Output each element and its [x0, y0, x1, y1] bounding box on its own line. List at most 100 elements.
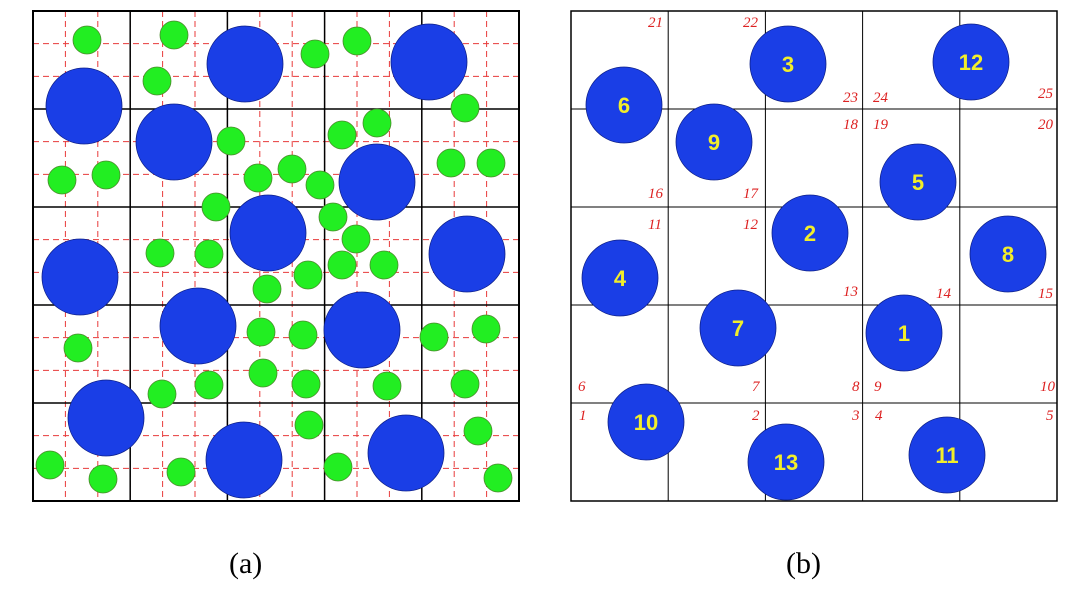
- particle-label: 5: [912, 170, 924, 195]
- small-particle: [145, 238, 175, 268]
- small-particle: [342, 26, 372, 56]
- panel-a-small-particles: [35, 20, 513, 494]
- numbered-particle: [747, 423, 825, 501]
- particle-label: 11: [935, 443, 958, 468]
- large-particle: [135, 103, 213, 181]
- cell-number: 13: [843, 284, 858, 300]
- small-particle: [88, 464, 118, 494]
- large-particle: [428, 215, 506, 293]
- cell-number: 16: [648, 186, 664, 202]
- cell-number: 7: [752, 379, 761, 395]
- particle-label: 12: [959, 50, 983, 75]
- cell-number: 12: [743, 217, 759, 233]
- cell-number: 14: [936, 286, 952, 302]
- particle-label: 8: [1002, 242, 1014, 267]
- small-particle: [463, 416, 493, 446]
- small-particle: [341, 224, 371, 254]
- small-particle: [248, 358, 278, 388]
- cell-number: 15: [1038, 286, 1054, 302]
- small-particle: [318, 202, 348, 232]
- small-particle: [294, 410, 324, 440]
- small-particle: [166, 457, 196, 487]
- large-particle: [159, 287, 237, 365]
- cell-number: 8: [852, 379, 860, 395]
- small-particle: [419, 322, 449, 352]
- small-particle: [63, 333, 93, 363]
- small-particle: [293, 260, 323, 290]
- particle-label: 13: [774, 450, 798, 475]
- large-particle: [367, 414, 445, 492]
- cell-number: 22: [743, 15, 759, 31]
- numbered-particle: [932, 23, 1010, 101]
- small-particle: [47, 165, 77, 195]
- cell-number: 6: [578, 379, 586, 395]
- cell-number: 24: [873, 90, 889, 106]
- small-particle: [288, 320, 318, 350]
- numbered-particle: [585, 66, 663, 144]
- small-particle: [362, 108, 392, 138]
- small-particle: [159, 20, 189, 50]
- particle-label: 10: [634, 410, 658, 435]
- particle-label: 7: [732, 316, 744, 341]
- caption-a: (a): [229, 547, 263, 580]
- small-particle: [327, 120, 357, 150]
- cell-number: 5: [1046, 408, 1054, 424]
- large-particle: [390, 23, 468, 101]
- cell-number: 25: [1038, 86, 1054, 102]
- cell-number: 11: [648, 217, 662, 233]
- particle-label: 1: [898, 321, 910, 346]
- small-particle: [201, 192, 231, 222]
- small-particle: [194, 370, 224, 400]
- numbered-particle: [675, 103, 753, 181]
- numbered-particle: [908, 416, 986, 494]
- numbered-particle: [879, 143, 957, 221]
- small-particle: [305, 170, 335, 200]
- small-particle: [35, 450, 65, 480]
- small-particle: [450, 369, 480, 399]
- cell-number: 19: [873, 117, 889, 133]
- large-particle: [67, 379, 145, 457]
- particle-label: 3: [782, 52, 794, 77]
- numbered-particle: [865, 294, 943, 372]
- numbered-particle: [969, 215, 1047, 293]
- small-particle: [246, 317, 276, 347]
- small-particle: [216, 126, 246, 156]
- small-particle: [436, 148, 466, 178]
- small-particle: [372, 371, 402, 401]
- small-particle: [450, 93, 480, 123]
- small-particle: [300, 39, 330, 69]
- large-particle: [229, 194, 307, 272]
- large-particle: [41, 238, 119, 316]
- small-particle: [252, 274, 282, 304]
- cell-number: 18: [843, 117, 859, 133]
- caption-b: (b): [786, 547, 821, 580]
- small-particle: [291, 369, 321, 399]
- numbered-particle: [607, 383, 685, 461]
- cell-number: 1: [579, 408, 587, 424]
- small-particle: [243, 163, 273, 193]
- small-particle: [323, 452, 353, 482]
- small-particle: [277, 154, 307, 184]
- large-particle: [338, 143, 416, 221]
- cell-number: 23: [843, 90, 858, 106]
- cell-number: 17: [743, 186, 760, 202]
- cell-number: 4: [875, 408, 883, 424]
- cell-number: 2: [752, 408, 760, 424]
- particle-label: 2: [804, 221, 816, 246]
- panel-b-border: [570, 10, 1058, 502]
- cell-number: 21: [648, 15, 663, 31]
- numbered-particle: [581, 239, 659, 317]
- large-particle: [323, 291, 401, 369]
- small-particle: [72, 25, 102, 55]
- small-particle: [327, 250, 357, 280]
- particle-label: 4: [614, 266, 627, 291]
- large-particle: [45, 67, 123, 145]
- large-particle: [205, 421, 283, 499]
- cell-number: 20: [1038, 117, 1054, 133]
- small-particle: [194, 239, 224, 269]
- particle-label: 9: [708, 130, 720, 155]
